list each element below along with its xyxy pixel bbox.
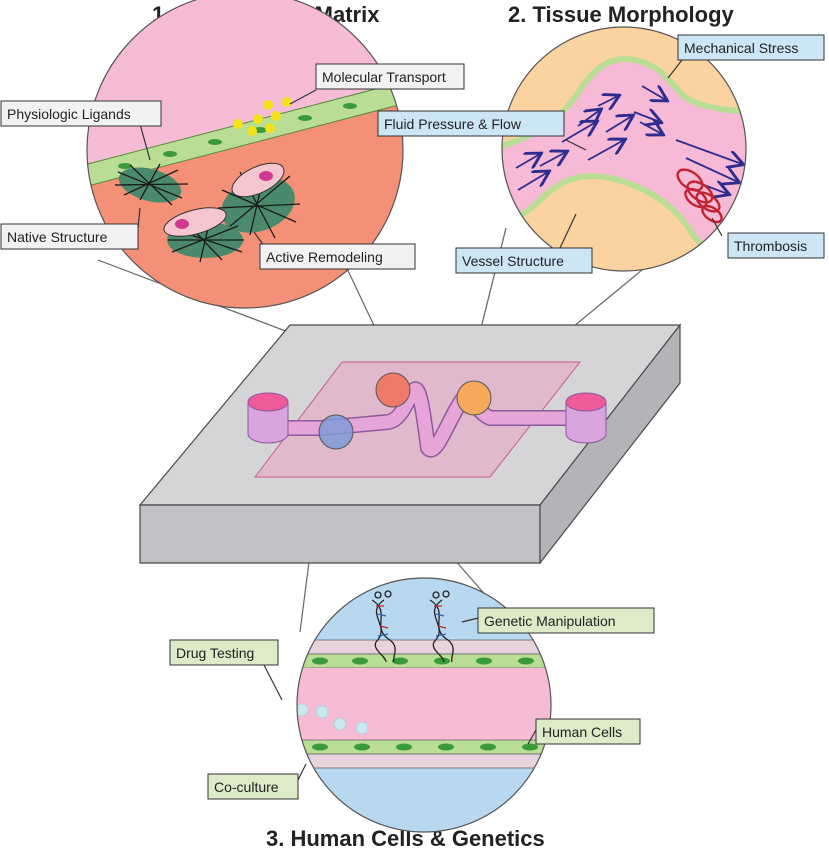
svg-text:Fluid Pressure & Flow: Fluid Pressure & Flow xyxy=(384,116,522,132)
svg-text:Mechanical Stress: Mechanical Stress xyxy=(684,40,798,56)
endothelial-nuclei xyxy=(118,103,357,169)
dna-helix-1 xyxy=(371,590,396,663)
inlet-port xyxy=(247,392,289,444)
label-drug-testing: Drug Testing xyxy=(169,639,279,666)
chip-side xyxy=(539,323,681,565)
svg-text:Genetic Manipulation: Genetic Manipulation xyxy=(484,613,616,629)
svg-text:Active Remodeling: Active Remodeling xyxy=(266,249,383,265)
svg-text:Human Cells: Human Cells xyxy=(542,724,622,740)
matrix-cell-1 xyxy=(231,162,285,198)
microfluidic-chip xyxy=(138,323,682,565)
outlet-port xyxy=(565,392,607,444)
label-fluid-pressure-flow: Fluid Pressure & Flow xyxy=(377,110,565,137)
dna-helix-2 xyxy=(429,590,454,663)
svg-text:Vessel Structure: Vessel Structure xyxy=(462,253,564,269)
transport-molecules xyxy=(233,97,292,136)
label-thrombosis: Thrombosis xyxy=(727,232,825,259)
label-human-cells: Human Cells xyxy=(535,718,641,745)
tissue-morphology-circle xyxy=(501,26,747,272)
label-genetic-manipulation: Genetic Manipulation xyxy=(477,607,655,634)
label-vessel-structure: Vessel Structure xyxy=(455,247,593,274)
tissue-sample-spot xyxy=(456,380,492,416)
svg-text:Drug Testing: Drug Testing xyxy=(176,645,254,661)
thrombus-clot xyxy=(676,168,723,224)
svg-text:Molecular Transport: Molecular Transport xyxy=(322,69,446,85)
title-tissue-morphology: 2. Tissue Morphology xyxy=(508,2,735,27)
ecm-sample-spot xyxy=(375,372,411,408)
fiber-cluster-1 xyxy=(114,163,189,206)
matrix-cell-2 xyxy=(163,207,227,237)
label-native-structure: Native Structure xyxy=(0,223,139,250)
human-cells-circle xyxy=(296,577,552,833)
label-molecular-transport: Molecular Transport xyxy=(315,63,465,90)
label-co-culture: Co-culture xyxy=(207,773,299,800)
label-active-remodeling: Active Remodeling xyxy=(259,243,416,270)
flow-arrows xyxy=(515,86,742,194)
human-cells-sample-spot xyxy=(318,414,354,450)
chip-front xyxy=(139,504,541,564)
label-physiologic-ligands: Physiologic Ligands xyxy=(0,100,162,127)
human-cell-nuclei xyxy=(312,657,538,751)
svg-text:Thrombosis: Thrombosis xyxy=(734,238,807,254)
svg-text:Co-culture: Co-culture xyxy=(214,779,279,795)
svg-text:Native Structure: Native Structure xyxy=(7,229,108,245)
drug-molecules xyxy=(297,685,369,735)
svg-text:Physiologic Ligands: Physiologic Ligands xyxy=(7,106,131,122)
label-mechanical-stress: Mechanical Stress xyxy=(677,34,825,61)
